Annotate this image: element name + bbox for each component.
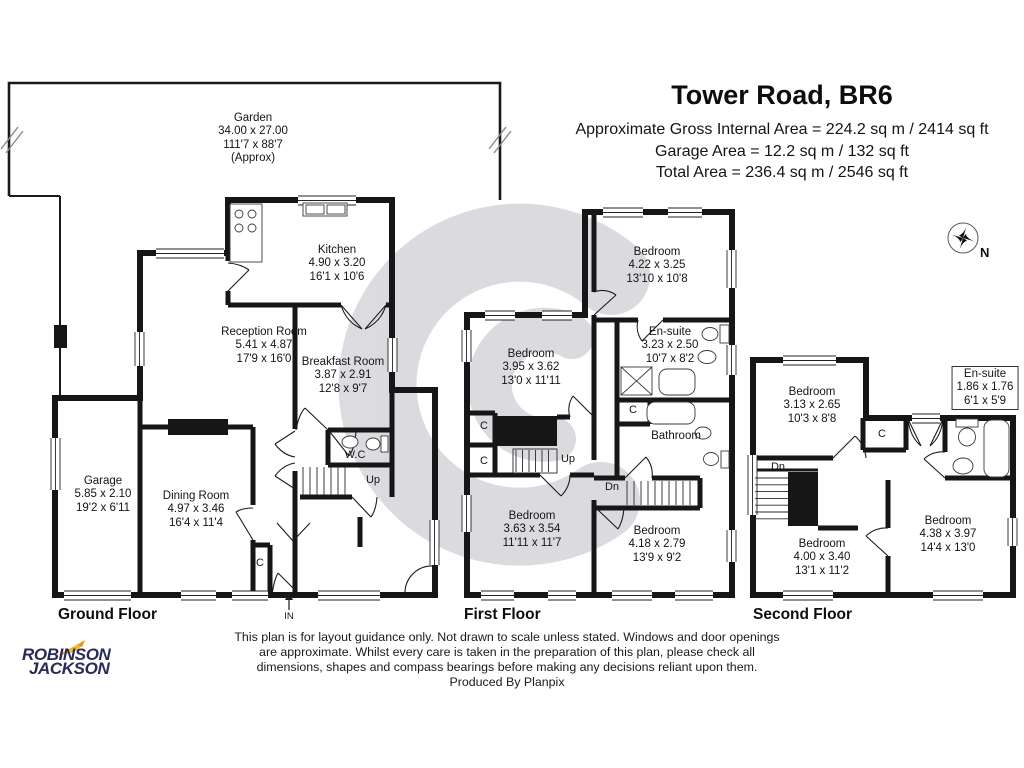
kitchen-fixtures	[229, 202, 348, 263]
stair-core-second	[788, 472, 818, 526]
area-line: Total Area = 236.4 sq m / 2546 sq ft	[655, 164, 909, 181]
boundary-pillar	[54, 325, 67, 348]
room-label-bedroom1: Bedroom 4.22 x 3.25 13'10 x 10'8	[626, 246, 688, 285]
room-label-breakfast: Breakfast Room 3.87 x 2.91 12'8 x 9'7	[301, 356, 385, 395]
cupboard-label-first-a: C	[629, 404, 637, 416]
interior-walls	[137, 215, 1013, 595]
disclaimer: This plan is for layout guidance only. N…	[234, 630, 780, 689]
floor-name-ground: Ground Floor	[58, 606, 158, 623]
cupboard-label-first-b: C	[480, 420, 488, 432]
windows	[50, 195, 1018, 601]
room-label-bedroom6: Bedroom 4.00 x 3.40 13'1 x 11'2	[793, 538, 851, 577]
room-label-bedroom7: Bedroom 4.38 x 3.97 14'4 x 13'0	[919, 515, 977, 554]
watermark-swirl	[338, 203, 650, 566]
first-ensuite-fixtures	[620, 324, 730, 396]
garden-label: Garden 34.00 x 27.00 111'7 x 88'7 (Appro…	[218, 112, 288, 164]
fence-break-marks	[0, 126, 512, 154]
room-label-bedroom5: Bedroom 3.13 x 2.65 10'3 x 8'8	[783, 386, 841, 425]
area-line: Approximate Gross Internal Area = 224.2 …	[575, 121, 989, 138]
doors	[227, 262, 946, 596]
cupboard-label-ground: C	[256, 557, 264, 569]
second-floor-outline	[750, 357, 1016, 598]
wc-label: W.C	[344, 449, 366, 461]
stairs-second-down	[755, 477, 788, 520]
entrance-arrow-icon	[285, 592, 293, 610]
area-line: Garage Area = 12.2 sq m / 132 sq ft	[655, 142, 909, 160]
floor-name-first: First Floor	[464, 606, 541, 623]
logo-line2: JACKSON	[29, 658, 110, 678]
room-label-garage: Garage 5.85 x 2.10 19'2 x 6'11	[74, 475, 132, 514]
floor-name-second: Second Floor	[753, 606, 853, 623]
room-label-ensuite-first: En-suite 3.23 x 2.50 10'7 x 8'2	[641, 326, 699, 365]
stairs-first-down	[626, 481, 691, 505]
logo-line1: ROBINSON	[22, 645, 111, 664]
room-label-bedroom3: Bedroom 3.63 x 3.54 11'11 x 11'7	[502, 510, 562, 549]
dn-label-second: Dn	[770, 461, 786, 473]
area-summary: Approximate Gross Internal Area = 224.2 …	[575, 119, 988, 184]
cupboard-label-first-c: C	[480, 455, 488, 467]
first-bathroom-fixtures	[646, 401, 730, 469]
room-label-ensuite-second: En-suite 1.86 x 1.76 6'1 x 5'9	[951, 366, 1019, 410]
up-label-ground: Up	[365, 474, 381, 486]
room-label-kitchen: Kitchen 4.90 x 3.20 16'1 x 10'6	[308, 244, 366, 283]
entrance-label: IN	[284, 611, 294, 622]
room-label-bathroom: Bathroom	[651, 430, 701, 442]
agency-logo: ROBINSON JACKSON	[22, 645, 111, 678]
room-label-reception: Reception Room 5.41 x 4.87 17'9 x 16'0	[221, 326, 307, 365]
room-label-bedroom2: Bedroom 3.95 x 3.62 13'0 x 11'11	[501, 348, 561, 387]
stairs	[302, 448, 788, 520]
cupboard-label-second: C	[878, 428, 886, 440]
stairs-first-up	[512, 448, 558, 474]
chimney-breast-first	[495, 416, 557, 446]
first-floor-outline	[464, 209, 735, 598]
room-label-dining: Dining Room 4.97 x 3.46 16'4 x 11'4	[162, 490, 230, 529]
page-title: Tower Road, BR6	[671, 80, 893, 110]
wc-fixtures	[341, 435, 389, 453]
compass-north-label: N	[980, 245, 990, 260]
flame-icon	[58, 640, 85, 655]
up-label-first: Up	[560, 453, 576, 465]
compass-icon	[947, 222, 979, 254]
dn-label-first: Dn	[604, 481, 620, 493]
garden-outline	[0, 81, 512, 398]
second-ensuite-fixtures	[952, 418, 1010, 478]
stairs-ground	[302, 467, 346, 495]
room-label-bedroom4: Bedroom 4.18 x 2.79 13'9 x 9'2	[628, 525, 686, 564]
chimney-breast-ground	[168, 419, 228, 435]
fixtures	[229, 202, 1010, 478]
